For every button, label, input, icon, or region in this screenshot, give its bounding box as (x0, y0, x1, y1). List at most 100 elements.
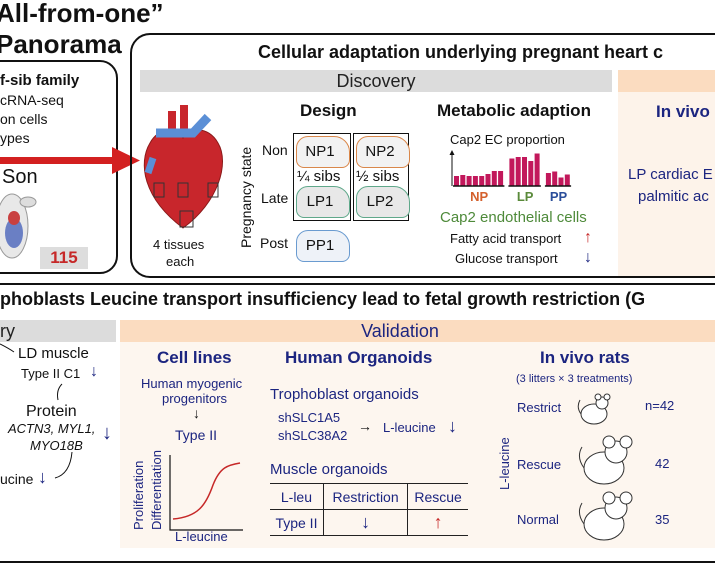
down-arrow-icon: ↓ (38, 467, 47, 487)
family-line: cRNA-seq (0, 92, 64, 108)
state-label: Post (260, 235, 289, 251)
family-line: on cells (0, 111, 48, 127)
y-axis-arrow (449, 150, 455, 155)
cap2-bar-chart: NP LP PP (449, 150, 572, 204)
type2-label: Type II (175, 427, 218, 443)
leucine-label: ucine (0, 471, 34, 487)
group-label: NP (470, 189, 488, 204)
pig-label: NP2 (365, 143, 395, 160)
right-arrow-icon: → (358, 418, 372, 434)
down-arrow-icon: ↓ (448, 416, 457, 436)
pig-np1: NP1 (296, 136, 350, 168)
cell-type-label: Cap2 endothelial cells (440, 209, 587, 226)
plot-x-label: L-leucine (175, 529, 228, 544)
cell-lines-text: progenitors (162, 391, 228, 406)
plot-y-label: Differentiation (149, 450, 164, 530)
bar-LP (515, 157, 521, 186)
in-vivo-title: In vivo (656, 102, 710, 121)
family-heading: f-sib family (0, 72, 80, 89)
bar-PP (552, 171, 558, 186)
bar-NP (454, 176, 459, 186)
design-title: Design (300, 101, 357, 120)
ld-muscle-label: LD muscle (18, 345, 89, 362)
table-header: L-leu (270, 483, 324, 510)
count-badge: 115 (40, 247, 88, 269)
down-arrow-icon: ↓ (322, 509, 409, 536)
bar-LP (522, 157, 527, 186)
glucose-label: Glucose transport (455, 251, 558, 266)
validation-region (618, 70, 715, 276)
half-sibs-box (353, 133, 409, 221)
bar-LP (528, 161, 534, 186)
rat-row-label: Rescue (517, 457, 562, 472)
table-header: Rescue (407, 483, 468, 510)
bar-LP (509, 158, 515, 186)
rats-axis-label: L-leucine (497, 437, 512, 490)
table-header: Restriction (322, 483, 409, 510)
bar-NP (472, 176, 478, 186)
state-label: Non (262, 142, 288, 158)
bar-PP (564, 174, 570, 186)
validation-line: palmitic ac (638, 188, 709, 205)
bar-NP (491, 171, 497, 186)
title-line-2: Panorama (0, 29, 122, 59)
organoids-title: Human Organoids (285, 348, 433, 367)
pig-label: NP1 (305, 143, 335, 160)
bar-LP (534, 153, 540, 186)
up-arrow-icon: ↑ (407, 509, 468, 536)
pig-anatomy-icon (0, 193, 37, 259)
rat-icon (578, 435, 633, 485)
connector-lines (0, 343, 73, 479)
heart-panel (130, 33, 715, 278)
discovery-bar: ry (0, 320, 116, 342)
pig-lp2: LP2 (356, 186, 410, 218)
validation-bar (618, 70, 715, 92)
pig-pp1: PP1 (296, 230, 350, 262)
muscle-label: Muscle organoids (270, 461, 388, 478)
state-label: Late (261, 190, 289, 206)
down-arrow-icon: ↓ (584, 249, 592, 266)
heart-panel-title: Cellular adaptation underlying pregnant … (258, 42, 664, 62)
down-arrow-icon: ↓ (193, 405, 200, 421)
pig-label: LP1 (306, 193, 334, 210)
leucine-label: L-leucine (383, 420, 436, 435)
rat-row-n: n=42 (645, 398, 675, 413)
sigmoid-plot (169, 455, 243, 531)
type2c1-label: Type II C1 (21, 366, 81, 381)
bar-NP (498, 171, 504, 186)
pig-np2: NP2 (356, 136, 410, 168)
table-row-label: Type II (270, 509, 324, 536)
metabolic-title: Metabolic adaption (437, 101, 591, 120)
discovery-bar: Discovery (140, 70, 612, 92)
bar-PP (558, 177, 564, 186)
group-label: PP (550, 189, 568, 204)
bar-NP (479, 176, 485, 186)
rat-row-label: Restrict (517, 400, 562, 415)
genes-label: ACTN3, MYL1, (8, 421, 96, 436)
cell-lines-text: Human myogenic (141, 376, 243, 391)
bar-NP (485, 174, 491, 186)
rat-row-n: 42 (655, 456, 670, 471)
validation-bar: Validation (120, 320, 715, 342)
cell-lines-title: Cell lines (157, 348, 232, 367)
up-arrow-icon: ↑ (584, 229, 592, 246)
quarter-sibs-label: ¼ sibs (297, 168, 341, 185)
chart-title: Cap2 EC proportion (450, 132, 565, 147)
down-arrow-icon: ↓ (102, 422, 112, 444)
rat-row-n: 35 (655, 512, 670, 527)
pig-lp1: LP1 (296, 186, 350, 218)
title-line-1: All-from-one” (0, 0, 164, 28)
group-label: LP (517, 189, 534, 204)
rats-subtitle: (3 litters × 3 treatments) (516, 373, 633, 385)
placenta-panel-title: phoblasts Leucine transport insufficienc… (0, 289, 646, 309)
bar-NP (466, 176, 472, 186)
genes-label: MYO18B (30, 438, 83, 453)
heart-icon (143, 105, 223, 229)
pregnancy-state-axis: Pregnancy state (238, 146, 254, 248)
pig-label: LP2 (366, 193, 394, 210)
pig-label: PP1 (305, 237, 335, 254)
down-arrow-icon: ↓ (90, 363, 98, 380)
half-sibs-label: ½ sibs (356, 168, 400, 185)
bar-PP (545, 173, 551, 186)
plot-y-label: Proliferation (131, 460, 146, 530)
